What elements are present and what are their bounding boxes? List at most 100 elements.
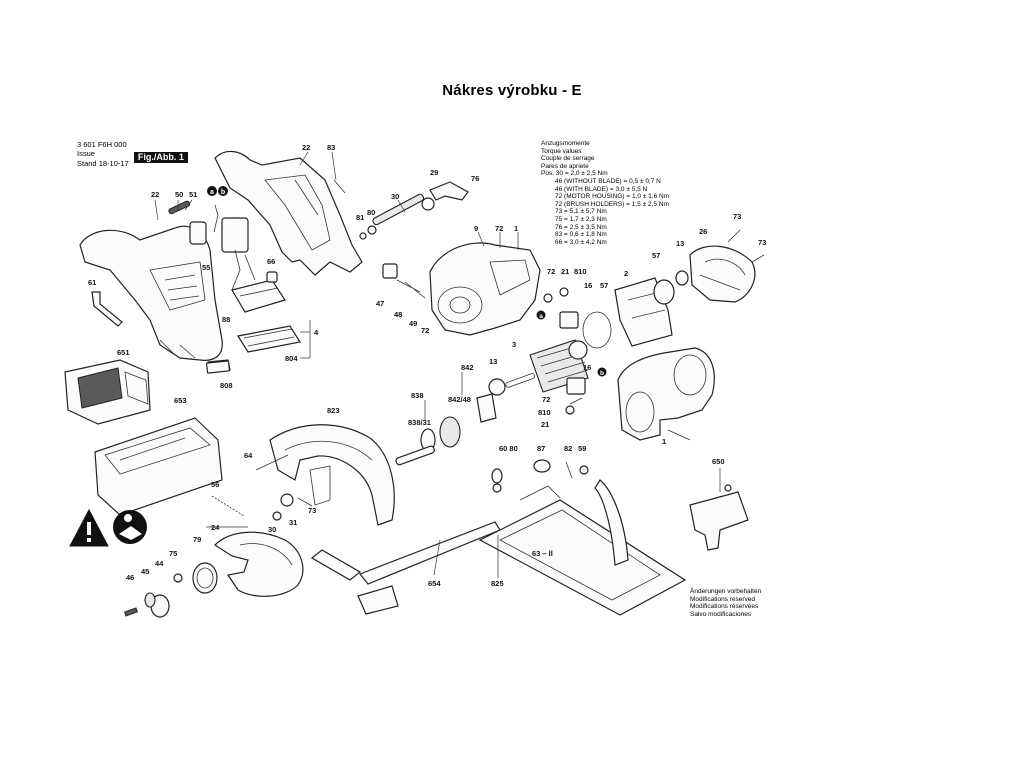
torque-line: 73 = 5,1 ± 5,7 Nm xyxy=(555,208,607,216)
pin-64 xyxy=(255,454,289,471)
end-cap xyxy=(675,245,756,303)
switch-assembly xyxy=(189,204,286,313)
callout-56: 56 xyxy=(211,480,219,489)
callout-63: 63 – ll xyxy=(532,549,553,558)
callout-24: 24 xyxy=(211,523,220,532)
notice-line: Modifications réservées xyxy=(690,603,759,611)
callout-81: 81 xyxy=(356,213,364,222)
callout-82: 82 xyxy=(564,444,572,453)
callout-87: 87 xyxy=(537,444,545,453)
spindle-lock-shaft xyxy=(359,181,469,240)
torque-line: 72 (MOTOR HOUSING) = 1,0 ± 1,6 Nm xyxy=(555,193,670,201)
callout-838-31: 838/31 xyxy=(408,418,431,427)
torque-line: Pares de apriete xyxy=(541,162,589,170)
modification-notice: Änderungen vorbehalten Modifications res… xyxy=(690,588,761,618)
callout-1: 1 xyxy=(662,437,666,446)
callout-653: 653 xyxy=(174,396,187,405)
callout-83: 83 xyxy=(327,143,335,152)
callout-48: 48 xyxy=(394,310,402,319)
torque-line: Anzugsmomente xyxy=(541,140,590,147)
label-808 xyxy=(206,360,230,374)
callout-59: 59 xyxy=(578,444,586,453)
callout-72: 72 xyxy=(547,267,555,276)
svg-text:a: a xyxy=(539,313,543,320)
read-manual-icon xyxy=(113,510,147,544)
callout-75: 75 xyxy=(169,549,177,558)
callout-2: 2 xyxy=(624,269,628,278)
washers xyxy=(124,562,218,618)
callout-73: 73 xyxy=(308,506,316,515)
callout-650: 650 xyxy=(712,457,725,466)
callout-842-48: 842/48 xyxy=(448,395,471,404)
issue-label: Issue xyxy=(77,149,95,158)
callout-64: 64 xyxy=(244,451,253,460)
torque-line: Pos. 30 = 2,0 ± 2,5 Nm xyxy=(541,170,608,178)
lower-blade-guard xyxy=(214,531,304,597)
callout-654: 654 xyxy=(428,579,441,588)
callout-51: 51 xyxy=(189,190,197,199)
torque-line: 46 (WITH BLADE) = 3,0 ± 5,5 N xyxy=(555,185,648,193)
figure-label: Fig./Abb. 1 xyxy=(133,152,188,163)
screw-73b xyxy=(751,254,765,263)
screws-cluster xyxy=(272,493,313,521)
callout-825: 825 xyxy=(491,579,504,588)
torque-values-table: Anzugsmomente Torque values Couple de se… xyxy=(541,140,669,246)
hex-key xyxy=(91,291,123,327)
brush-holders xyxy=(543,287,586,415)
callout-29: 29 xyxy=(430,168,438,177)
callout-72: 72 xyxy=(542,395,550,404)
callout-31: 31 xyxy=(289,518,297,527)
rip-fence xyxy=(310,521,501,615)
callout-842: 842 xyxy=(461,363,474,372)
callout-66: 66 xyxy=(267,257,275,266)
callout-61: 61 xyxy=(88,278,96,287)
part-number: 3 601 F6H 000 xyxy=(77,140,127,149)
callout-838: 838 xyxy=(411,391,424,400)
stand-label: Stand xyxy=(77,159,97,168)
torque-line: 83 = 0,6 ± 1,8 Nm xyxy=(555,231,607,239)
callout-3: 3 xyxy=(512,340,516,349)
callout-73: 73 xyxy=(758,238,766,247)
callout-44: 44 xyxy=(155,559,164,568)
callout-47: 47 xyxy=(376,299,384,308)
callout-26: 26 xyxy=(699,227,707,236)
torque-line: 72 (BRUSH HOLDERS) = 1,5 ± 2,5 Nm xyxy=(555,200,669,208)
screw-73 xyxy=(727,229,741,243)
motor-housing xyxy=(429,242,541,336)
gear-spindle xyxy=(395,378,506,466)
warning-triangle-icon xyxy=(69,508,109,547)
housing-right-half xyxy=(214,150,363,276)
small-screw-66 xyxy=(266,271,278,283)
callout-50: 50 xyxy=(175,190,183,199)
callout-30: 30 xyxy=(268,525,276,534)
callout-72: 72 xyxy=(495,224,503,233)
part-650-bracket xyxy=(689,484,749,551)
callout-810: 810 xyxy=(538,408,551,417)
torque-line: Torque values xyxy=(541,147,582,155)
callout-22: 22 xyxy=(151,190,159,199)
torque-line: Couple de serrage xyxy=(541,155,595,163)
battery-charger xyxy=(94,417,223,516)
adjustment-knobs xyxy=(491,459,589,493)
stator xyxy=(582,277,675,349)
base-plate xyxy=(478,479,687,616)
issue-date: 18-10-17 xyxy=(98,159,129,168)
torque-line: 66 = 3,0 ± 4,2 Nm xyxy=(555,238,607,246)
callout-57: 57 xyxy=(652,251,660,260)
marker-b-motor: b xyxy=(597,367,607,377)
callout-1: 1 xyxy=(514,224,518,233)
callout-21: 21 xyxy=(541,420,549,429)
bracket-47 xyxy=(382,263,426,299)
callout-labels: 22 50 51 22 83 29 76 30 81 80 9 72 1 61 … xyxy=(88,143,766,588)
callout-30: 30 xyxy=(391,192,399,201)
notice-line: Änderungen vorbehalten xyxy=(690,588,762,595)
callout-46: 46 xyxy=(126,573,134,582)
callout-73: 73 xyxy=(733,212,741,221)
callout-823: 823 xyxy=(327,406,340,415)
callout-16: 16 xyxy=(584,281,592,290)
battery-pack xyxy=(64,359,151,425)
callout-55: 55 xyxy=(202,263,210,272)
callout-651: 651 xyxy=(117,348,130,357)
